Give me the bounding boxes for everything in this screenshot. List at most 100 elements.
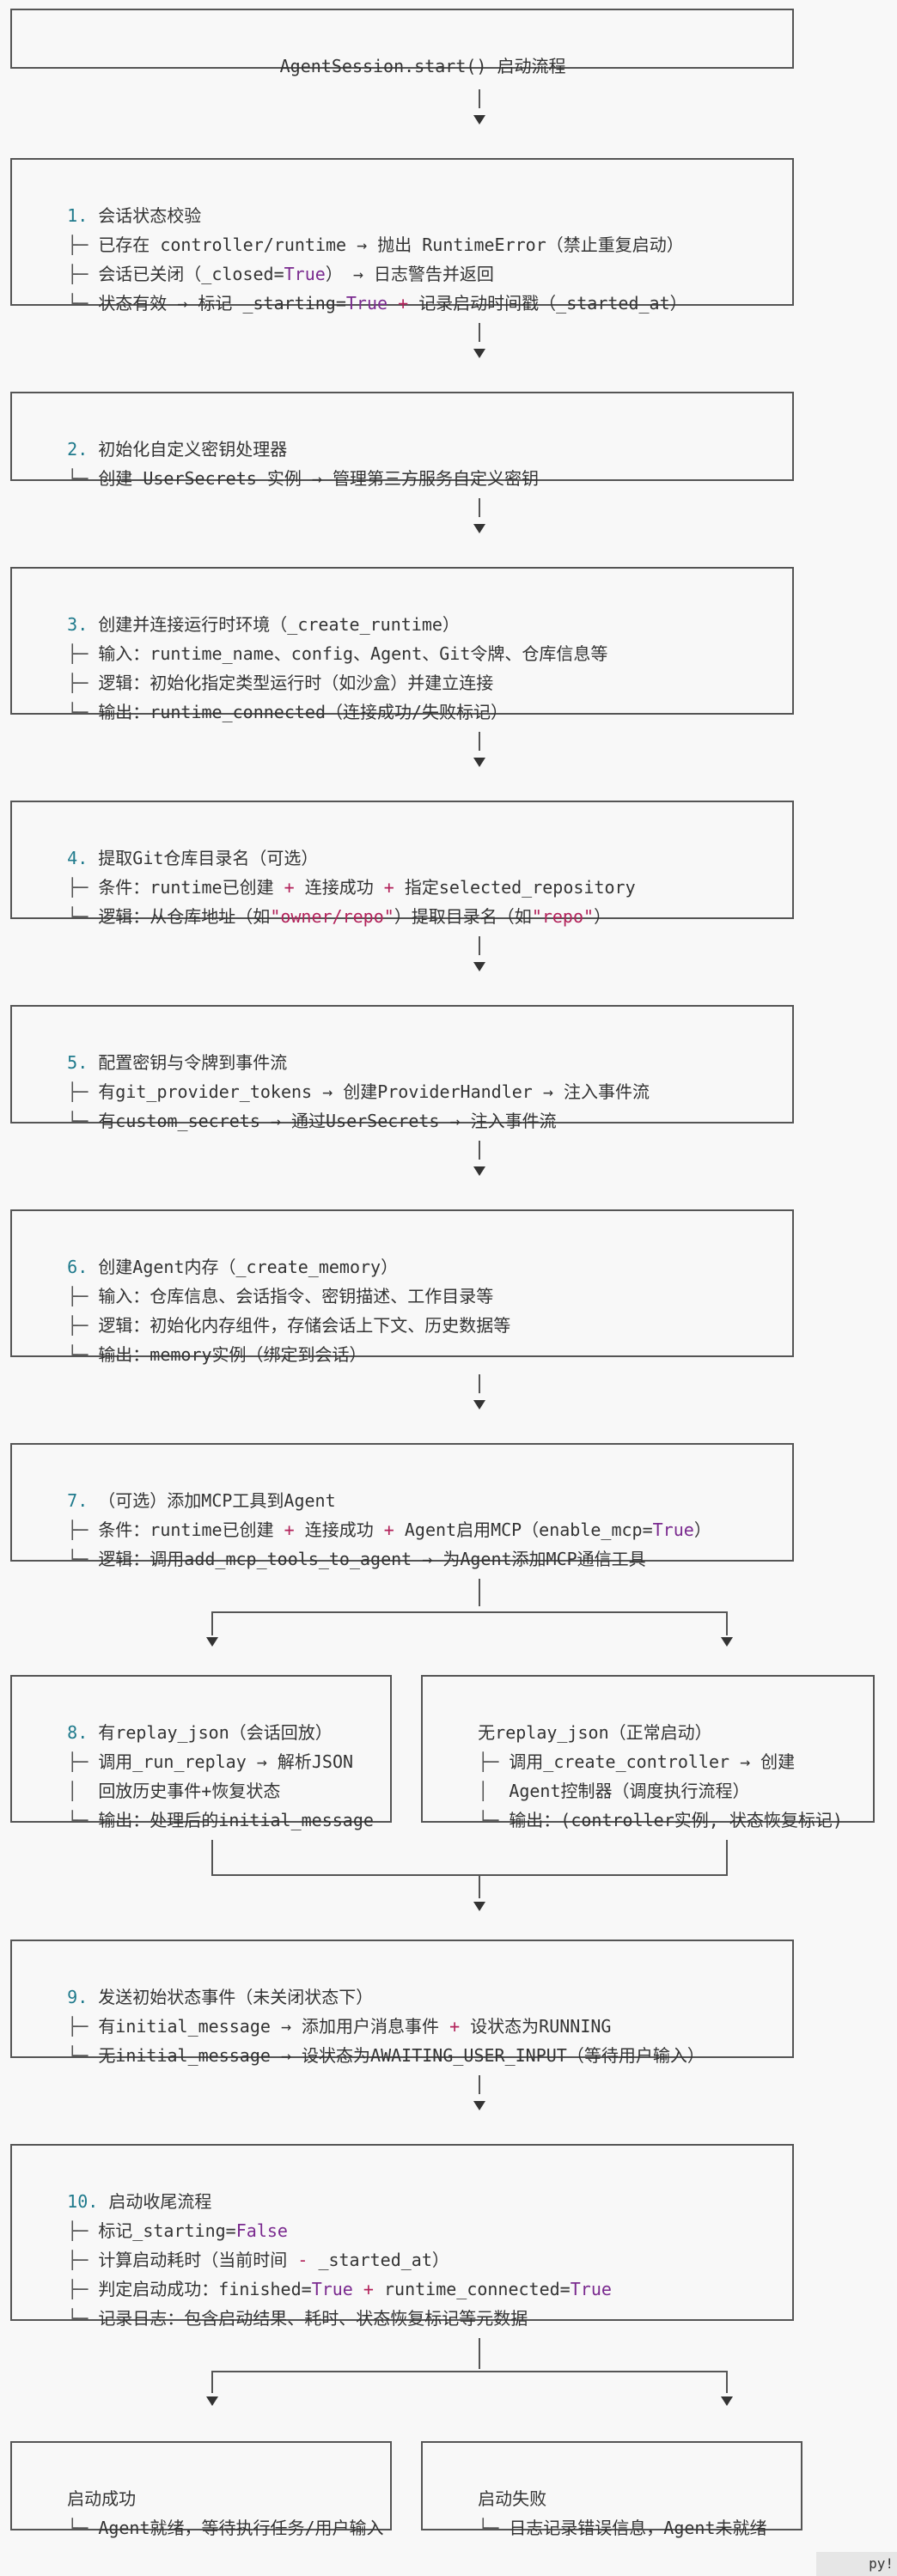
step-text: 有initial_message → 添加用户消息事件 <box>98 2016 440 2037</box>
tree-branch-icon: ├─ <box>67 643 88 664</box>
step-number: 3. <box>67 614 88 635</box>
tree-pipe-icon: │ <box>478 1781 489 1801</box>
failure-box: 启动失败 └─ 日志记录错误信息，Agent未就绪 <box>421 2441 802 2538</box>
operator: + <box>387 293 419 314</box>
step-text: Agent启用MCP（enable_mcp= <box>404 1519 653 1540</box>
tree-last-icon: └─ <box>67 1810 88 1830</box>
step-2-line-1: └─ 创建 UserSecrets 实例 → 管理第三方服务自定义密钥 <box>26 435 539 489</box>
tree-branch-icon: ├─ <box>67 1286 88 1306</box>
step-title: 发送初始状态事件（未关闭状态下） <box>88 1987 374 2007</box>
tree-pipe-icon: │ <box>67 1781 78 1801</box>
step-text: 设状态为RUNNING <box>470 2016 612 2037</box>
step-text: 状态有效 → 标记 _starting= <box>98 293 346 314</box>
step-8b-box: 无replay_json（正常启动） ├─ 调用_create_controll… <box>421 1675 875 1830</box>
step-3-heading: 3. 创建并连接运行时环境（_create_runtime） <box>26 581 460 635</box>
step-number: 5. <box>67 1052 88 1073</box>
tree-branch-icon: ├─ <box>67 264 88 284</box>
step-5-box: 5. 配置密钥与令牌到事件流 ├─ 有git_provider_tokens →… <box>10 1005 794 1131</box>
tree-last-icon: └─ <box>67 702 88 722</box>
step-3-box: 3. 创建并连接运行时环境（_create_runtime） ├─ 输入：run… <box>10 567 794 722</box>
string-literal: "repo" <box>531 906 595 927</box>
step-10-line-4: └─ 记录日志：包含启动结果、耗时、状态恢复标记等元数据 <box>26 2275 528 2329</box>
step-text: 调用_run_replay → 解析JSON <box>98 1751 354 1772</box>
step-text: 连接成功 <box>304 877 374 898</box>
step-title: 启动成功 <box>67 2488 137 2509</box>
connector-line <box>479 89 480 108</box>
keyword: True <box>311 2279 353 2299</box>
tree-last-icon: └─ <box>67 2518 88 2538</box>
step-title: 会话状态校验 <box>88 205 202 226</box>
step-text: ） <box>594 906 612 927</box>
connector-line <box>726 1611 728 1635</box>
step-3-line-2: ├─ 逻辑：初始化指定类型运行时（如沙盒）并建立连接 <box>26 639 493 693</box>
step-10-line-2: ├─ 计算启动耗时（当前时间 - _started_at） <box>26 2216 449 2270</box>
step-text: ）提取目录名（如 <box>394 906 532 927</box>
connector-line <box>479 498 480 517</box>
step-2-heading: 2. 初始化自定义密钥处理器 <box>26 405 287 460</box>
tree-last-icon: └─ <box>67 1111 88 1131</box>
step-text: 判定启动成功：finished= <box>98 2279 312 2299</box>
step-title: 创建Agent内存（_create_memory） <box>88 1257 399 1277</box>
step-text: 回放历史事件+恢复状态 <box>98 1781 281 1801</box>
step-text: 条件：runtime已创建 <box>98 877 274 898</box>
keyword: True <box>652 1519 694 1540</box>
arrow-down-icon <box>206 2396 218 2406</box>
step-6-line-3: └─ 输出：memory实例（绑定到会话） <box>26 1311 366 1365</box>
step-title: 配置密钥与令牌到事件流 <box>88 1052 288 1073</box>
step-2-box: 2. 初始化自定义密钥处理器 └─ 创建 UserSecrets 实例 → 管理… <box>10 392 794 489</box>
step-title: 启动失败 <box>478 2488 547 2509</box>
step-text: 输出：(controller实例, 状态恢复标记) <box>509 1810 843 1830</box>
tree-branch-icon: ├─ <box>67 2250 88 2270</box>
step-4-line-2: └─ 逻辑：从仓库地址（如"owner/repo"）提取目录名（如"repo"） <box>26 873 611 927</box>
connector-line <box>479 732 480 751</box>
tree-branch-icon: ├─ <box>67 2279 88 2299</box>
step-text: 逻辑：调用add_mcp_tools_to_agent → 为Agent添加MC… <box>98 1549 646 1569</box>
connector-line <box>211 1840 213 1874</box>
step-5-line-2: └─ 有custom_secrets → 通过UserSecrets → 注入事… <box>26 1077 556 1131</box>
step-number: 9. <box>67 1987 88 2007</box>
step-4-box: 4. 提取Git仓库目录名（可选） ├─ 条件：runtime已创建 + 连接成… <box>10 801 794 927</box>
step-6-heading: 6. 创建Agent内存（_create_memory） <box>26 1223 398 1277</box>
step-9-line-1: ├─ 有initial_message → 添加用户消息事件 + 设状态为RUN… <box>26 1982 611 2037</box>
tree-branch-icon: ├─ <box>67 673 88 693</box>
operator: + <box>273 1519 305 1540</box>
step-text: _started_at） <box>318 2250 449 2270</box>
tree-last-icon: └─ <box>67 1549 88 1569</box>
connector-line <box>479 936 480 955</box>
operator: + <box>352 2279 384 2299</box>
tree-branch-icon: ├─ <box>478 1751 499 1772</box>
step-title: 初始化自定义密钥处理器 <box>88 439 288 460</box>
step-text: 条件：runtime已创建 <box>98 1519 274 1540</box>
tree-last-icon: └─ <box>67 293 88 314</box>
step-text: 输出：处理后的initial_message <box>98 1810 374 1830</box>
step-8-line-3: └─ 输出：处理后的initial_message <box>26 1776 374 1830</box>
step-text: ） <box>693 1519 711 1540</box>
step-number: 10. <box>67 2191 99 2212</box>
step-1-line-1: ├─ 已存在 controller/runtime → 抛出 RuntimeEr… <box>26 201 684 255</box>
step-6-line-1: ├─ 输入：仓库信息、会话指令、密钥描述、工作目录等 <box>26 1252 493 1306</box>
step-10-heading: 10. 启动收尾流程 <box>26 2158 211 2212</box>
step-number: 1. <box>67 205 88 226</box>
step-7-box: 7. （可选）添加MCP工具到Agent ├─ 条件：runtime已创建 + … <box>10 1443 794 1569</box>
tree-last-icon: └─ <box>67 906 88 927</box>
tree-last-icon: └─ <box>478 2518 499 2538</box>
step-text: 日志记录错误信息，Agent未就绪 <box>509 2518 767 2538</box>
tree-branch-icon: ├─ <box>67 2220 88 2241</box>
keyword: False <box>235 2220 288 2241</box>
step-number: 8. <box>67 1722 88 1743</box>
success-heading: 启动成功 <box>26 2455 136 2509</box>
step-1-line-2: ├─ 会话已关闭（_closed=True） → 日志警告并返回 <box>26 230 494 284</box>
step-5-heading: 5. 配置密钥与令牌到事件流 <box>26 1019 287 1073</box>
step-text: 指定selected_repository <box>404 877 636 898</box>
step-10-line-3: ├─ 判定启动成功：finished=True + runtime_connec… <box>26 2245 612 2299</box>
step-4-heading: 4. 提取Git仓库目录名（可选） <box>26 814 318 868</box>
step-1-heading: 1. 会话状态校验 <box>26 172 201 226</box>
step-text: runtime_connected= <box>383 2279 571 2299</box>
step-10-line-1: ├─ 标记_starting=False <box>26 2187 288 2241</box>
step-number: 7. <box>67 1490 88 1511</box>
arrow-down-icon <box>473 962 485 971</box>
failure-heading: 启动失败 <box>436 2455 546 2509</box>
step-text: 记录启动时间戳（_started_at） <box>418 293 687 314</box>
step-6-line-2: ├─ 逻辑：初始化内存组件，存储会话上下文、历史数据等 <box>26 1282 510 1336</box>
operator: + <box>273 877 305 898</box>
